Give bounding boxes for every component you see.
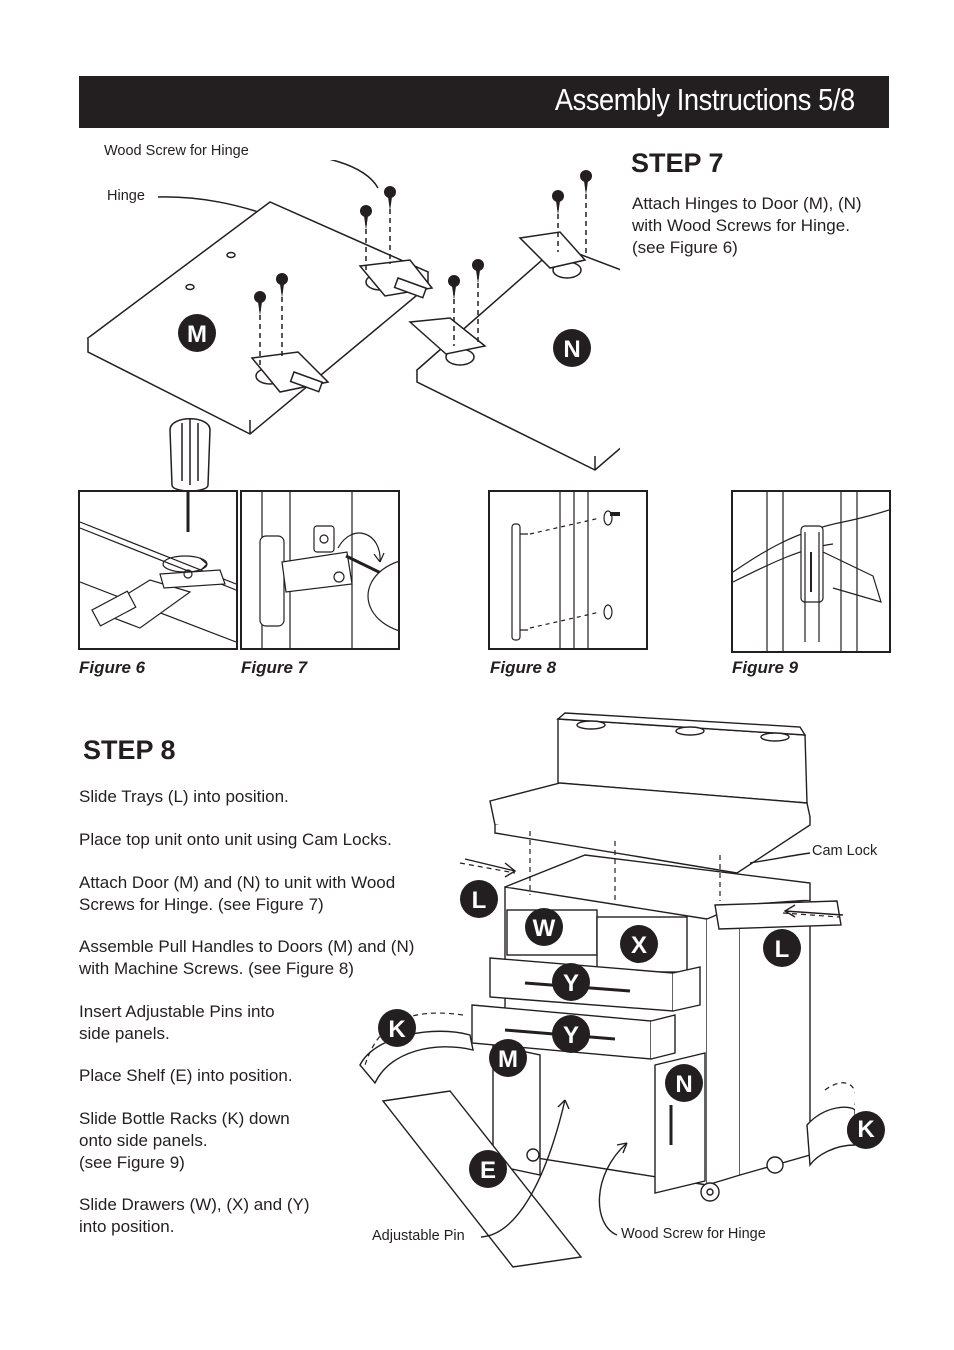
badge-drawer-w: W xyxy=(533,915,556,942)
callout-cam-lock: Cam Lock xyxy=(812,843,878,859)
badge-rack-k-right-circle: K xyxy=(847,1111,885,1149)
step8-illustration: L W X L Y Y K M N E xyxy=(355,705,855,1270)
callout-hinge: Hinge xyxy=(107,188,145,204)
page-title: Assembly Instructions 5/8 xyxy=(555,82,855,117)
badge-tray-l-left: L xyxy=(472,887,487,914)
badge-rack-k-right: K xyxy=(857,1116,875,1143)
step7-heading: STEP 7 xyxy=(631,148,724,178)
step8-instruction-8: Slide Drawers (W), (X) and (Y) into posi… xyxy=(79,1195,310,1236)
step7-illustration: M N xyxy=(80,160,620,480)
figure-6-caption: Figure 6 xyxy=(79,658,146,677)
step8-instruction-2: Place top unit onto unit using Cam Locks… xyxy=(79,830,392,849)
figure-6 xyxy=(78,490,238,650)
badge-tray-l-right: L xyxy=(775,936,790,963)
step8-instruction-3: Attach Door (M) and (N) to unit with Woo… xyxy=(79,873,396,914)
callout-wood-screw-step7: Wood Screw for Hinge xyxy=(104,143,249,159)
badge-door-m-step8: M xyxy=(498,1046,518,1073)
badge-drawer-y-top: Y xyxy=(563,970,579,997)
badge-rack-k-left: K xyxy=(388,1016,406,1043)
badge-door-n-step7: N xyxy=(563,336,580,363)
callout-adjustable-pin: Adjustable Pin xyxy=(372,1228,465,1244)
pull-handle-icon xyxy=(511,523,521,641)
hinge-icon xyxy=(358,259,434,299)
badge-shelf-e: E xyxy=(480,1157,496,1184)
rotation-arrow-icon xyxy=(337,532,381,563)
figure-9 xyxy=(731,490,891,653)
step8-instruction-1: Slide Trays (L) into position. xyxy=(79,787,289,806)
figure-8-caption: Figure 8 xyxy=(490,658,557,677)
step8-instruction-4: Assemble Pull Handles to Doors (M) and (… xyxy=(79,937,415,978)
badge-drawer-y-bottom: Y xyxy=(563,1022,579,1049)
figure-7-caption: Figure 7 xyxy=(241,658,308,677)
figure-9-caption: Figure 9 xyxy=(732,658,799,677)
badge-door-n-step8: N xyxy=(675,1071,692,1098)
callout-wood-screw-step8: Wood Screw for Hinge xyxy=(621,1226,766,1242)
badge-door-m-step7: M xyxy=(187,321,207,348)
step8-instruction-6: Place Shelf (E) into position. xyxy=(79,1066,293,1085)
header-bar: Assembly Instructions 5/8 xyxy=(79,76,889,128)
step7-instruction: Attach Hinges to Door (M), (N) with Wood… xyxy=(632,194,862,257)
step8-heading: STEP 8 xyxy=(83,735,176,765)
step8-instruction-5: Insert Adjustable Pins into side panels. xyxy=(79,1002,275,1043)
step8-instruction-7: Slide Bottle Racks (K) down onto side pa… xyxy=(79,1109,290,1172)
figure-7 xyxy=(240,490,400,650)
wood-screw-icon xyxy=(254,170,592,316)
badge-drawer-x: X xyxy=(631,932,647,959)
figure-8 xyxy=(488,490,648,650)
